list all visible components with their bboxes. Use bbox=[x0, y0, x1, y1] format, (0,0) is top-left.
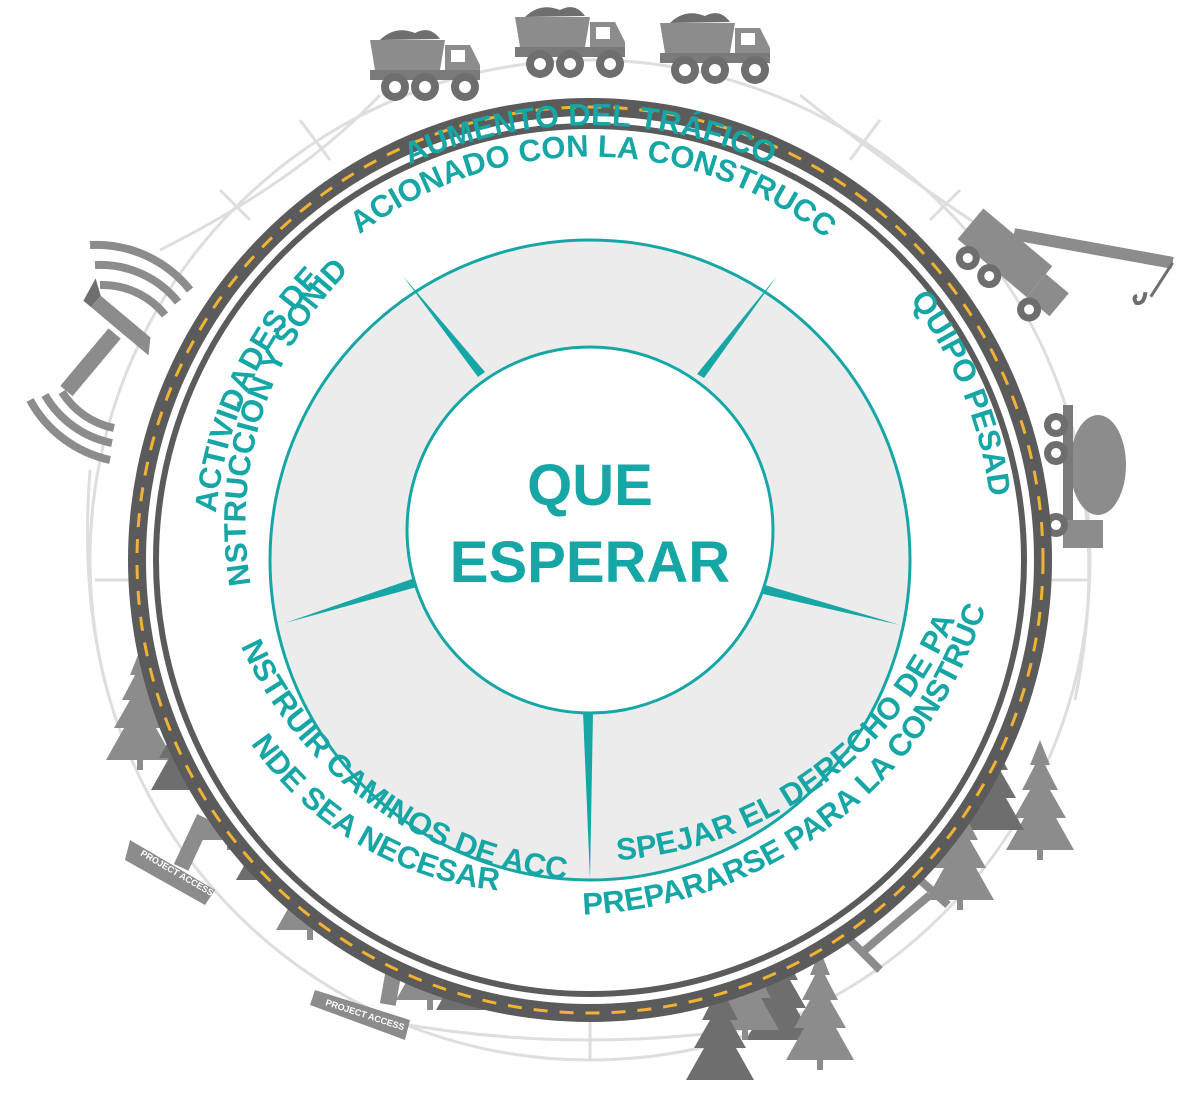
crane-truck-icon bbox=[955, 208, 1174, 322]
dump-truck-icon bbox=[370, 30, 480, 101]
center-title-line1: QUE bbox=[527, 453, 653, 518]
center-title-line2: ESPERAR bbox=[450, 530, 730, 595]
segment-ring bbox=[268, 238, 912, 882]
spoke bbox=[697, 276, 777, 378]
spoke bbox=[763, 585, 900, 625]
hammer-icon bbox=[60, 278, 151, 397]
dump-truck-icon bbox=[515, 7, 625, 78]
spoke bbox=[403, 276, 485, 377]
center-circle bbox=[405, 345, 775, 715]
spoke bbox=[583, 712, 593, 880]
signpost-icon: PROJECT ACCESS bbox=[125, 814, 215, 905]
sound-waves-icon bbox=[26, 240, 194, 464]
dump-truck-icon bbox=[660, 13, 770, 84]
cement-mixer-icon bbox=[1044, 405, 1126, 548]
spoke bbox=[285, 578, 417, 623]
